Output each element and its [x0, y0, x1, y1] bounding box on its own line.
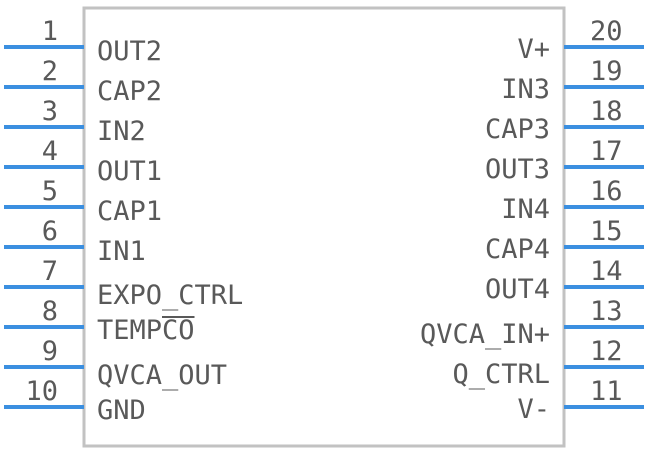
- pin-4-number: 4: [42, 136, 58, 167]
- pin-15-number: 15: [590, 216, 623, 247]
- right-pin-group: 20V+19IN318CAP317OUT316IN415CAP414OUT413…: [420, 16, 644, 425]
- pin-1-number: 1: [42, 16, 58, 47]
- pin-14-number: 14: [590, 256, 623, 287]
- pin-6-name: IN1: [97, 236, 146, 267]
- pin-7-number: 7: [42, 256, 58, 287]
- pin-11: 11V-: [517, 376, 644, 425]
- pin-6-number: 6: [42, 216, 58, 247]
- pin-14-name: OUT4: [485, 274, 550, 305]
- pin-1-name: OUT2: [97, 36, 162, 67]
- pin-12-name: Q_CTRL: [452, 359, 550, 390]
- pin-5-name: CAP1: [97, 196, 162, 227]
- pin-18-number: 18: [590, 96, 623, 127]
- pin-12-number: 12: [590, 336, 623, 367]
- pin-17-name: OUT3: [485, 154, 550, 185]
- pin-2-name: CAP2: [97, 76, 162, 107]
- pin-11-name: V-: [517, 394, 550, 425]
- pin-3-number: 3: [42, 96, 58, 127]
- pin-10-name: GND: [97, 395, 146, 426]
- ic-body-outline: [82, 6, 566, 448]
- pin-19-name: IN3: [501, 74, 550, 105]
- pin-17-number: 17: [590, 136, 623, 167]
- pin-15-name: CAP4: [485, 234, 550, 265]
- pin-20: 20V+: [517, 16, 644, 65]
- pin-8-name: TEMPCO: [97, 315, 195, 346]
- pin-13-number: 13: [590, 296, 623, 327]
- pin-18-name: CAP3: [485, 114, 550, 145]
- pin-12: 12Q_CTRL: [452, 336, 644, 390]
- pin-9-number: 9: [42, 336, 58, 367]
- pin-19-number: 19: [590, 56, 623, 87]
- pin-20-name: V+: [517, 34, 550, 65]
- pin-7-name: EXPO_CTRL: [97, 280, 243, 311]
- pin-9-name: QVCA_OUT: [97, 360, 227, 391]
- pin-8-number: 8: [42, 296, 58, 327]
- pin-13-name: QVCA_IN+: [420, 319, 550, 350]
- pin-16-number: 16: [590, 176, 623, 207]
- pin-2-number: 2: [42, 56, 58, 87]
- left-pin-group: 1OUT22CAP23IN24OUT15CAP16IN17EXPO_CTRL8T…: [4, 16, 243, 426]
- pin-10-number: 10: [25, 376, 58, 407]
- pin-4-name: OUT1: [97, 156, 162, 187]
- pin-11-number: 11: [590, 376, 623, 407]
- pin-16-name: IN4: [501, 194, 550, 225]
- pin-3-name: IN2: [97, 116, 146, 147]
- pin-5-number: 5: [42, 176, 58, 207]
- pin-20-number: 20: [590, 16, 623, 47]
